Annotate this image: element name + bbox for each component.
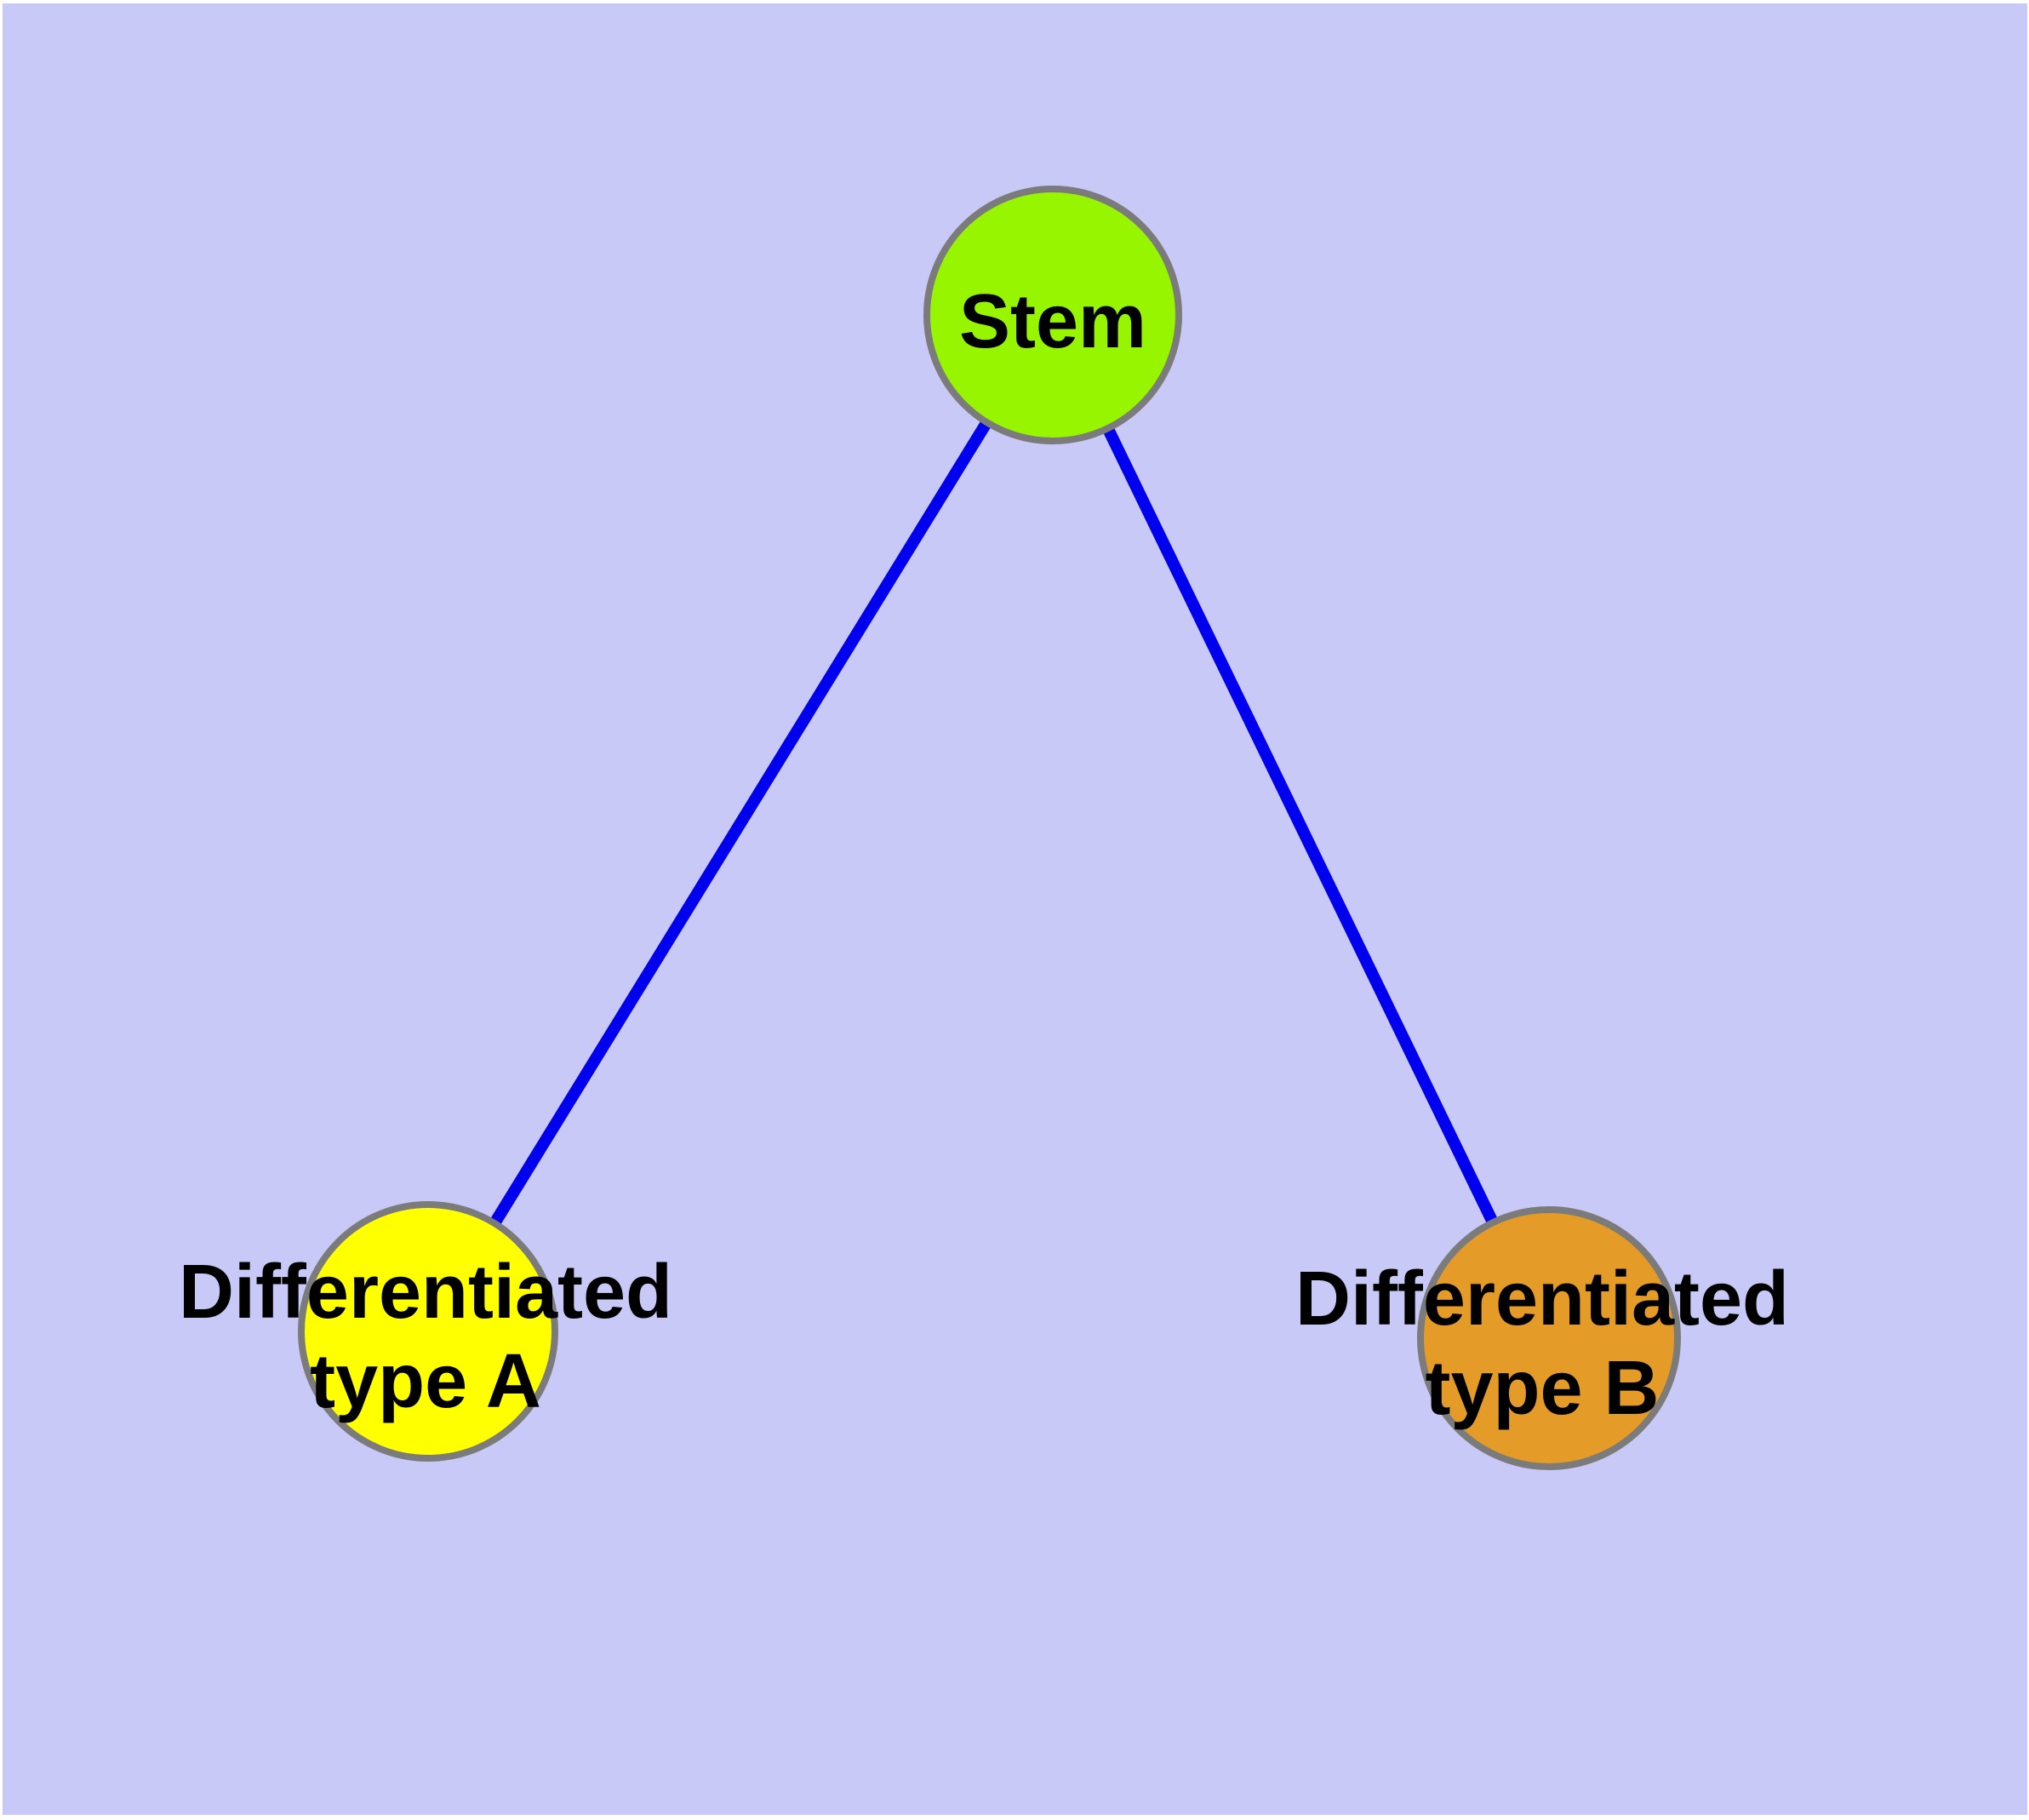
node-type-a-label-line2: type A — [310, 1339, 541, 1424]
node-type-b-label-line1: Differentiated — [1295, 1256, 1789, 1342]
node-type-a-label-line1: Differentiated — [179, 1250, 672, 1335]
edge-stem-to-type-a — [423, 312, 1058, 1335]
edge-stem-to-type-b — [1047, 312, 1555, 1342]
node-type-a-circle — [298, 1201, 558, 1462]
node-stem-circle — [923, 186, 1182, 444]
node-stem-label: Stem — [959, 279, 1146, 364]
node-type-b-label-line2: type B — [1425, 1346, 1659, 1431]
node-type-b-circle — [1417, 1206, 1681, 1470]
